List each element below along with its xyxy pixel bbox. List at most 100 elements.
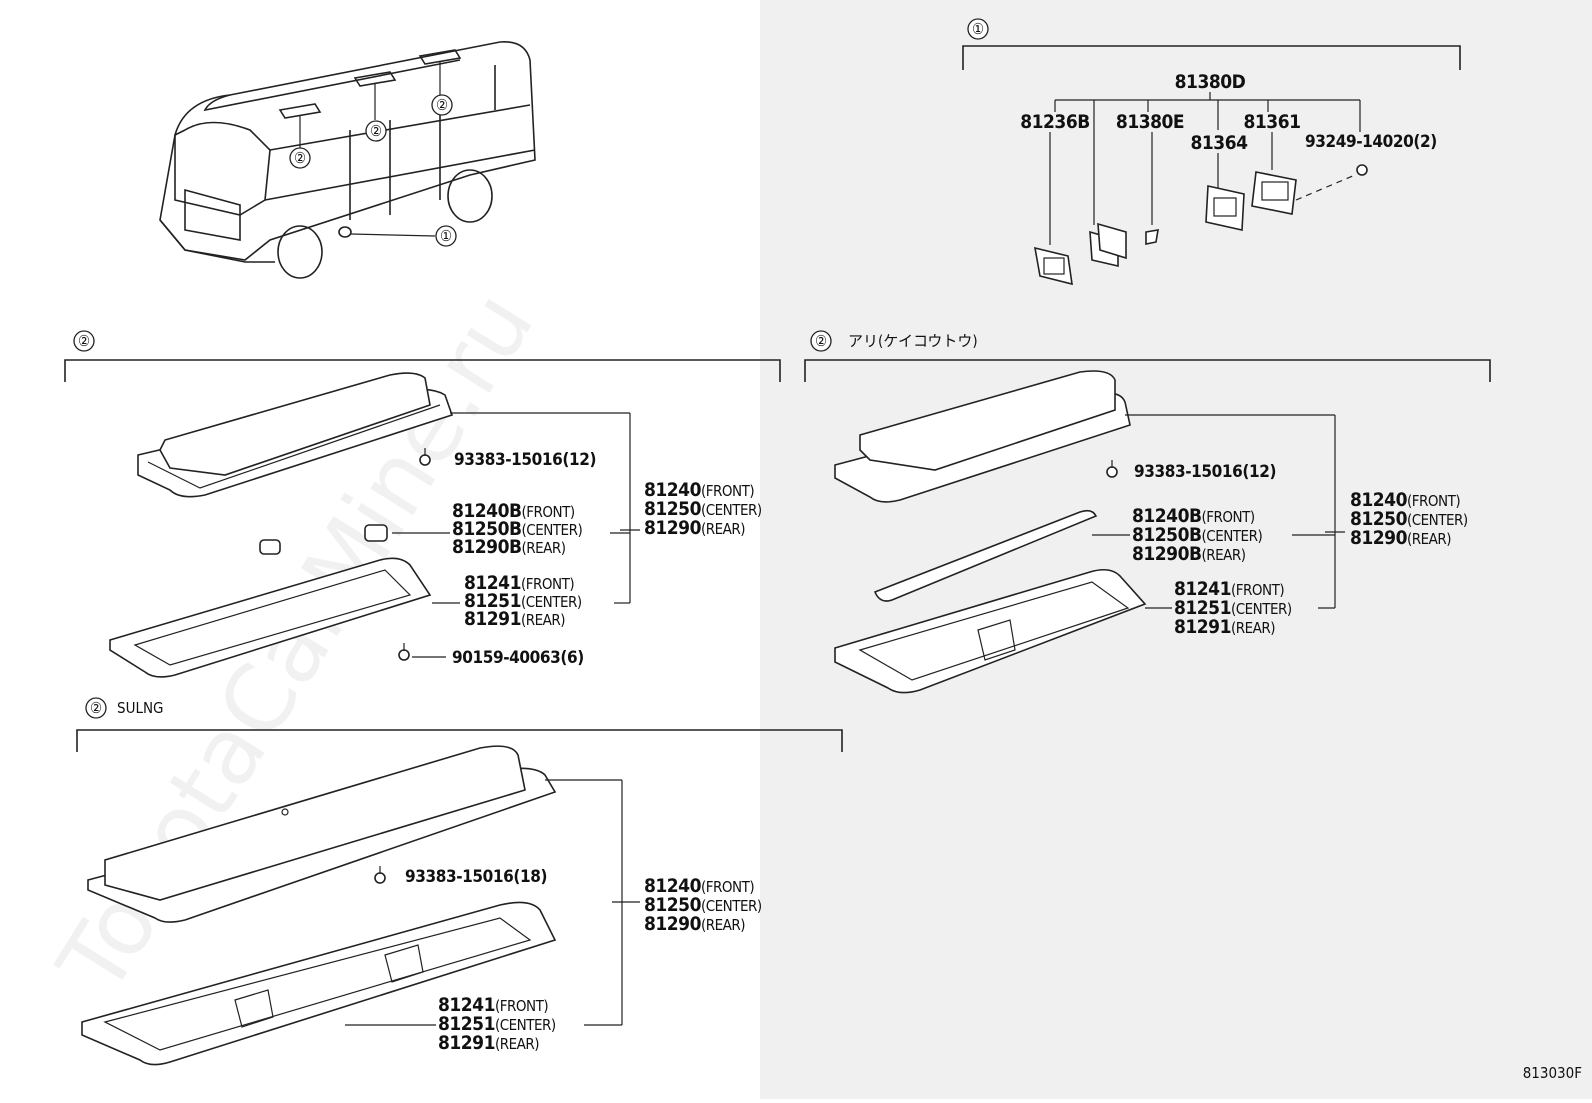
part-number: 81290 [644, 517, 702, 539]
part-number: 81291 [438, 1032, 495, 1054]
label-screw-top: 93383-15016(12) [1134, 462, 1276, 482]
part-number: 81240 [1350, 489, 1408, 511]
bulb-left [259, 539, 281, 555]
part-number-81290: 81290(REAR) [644, 517, 745, 539]
fluorescent-tube [873, 509, 1098, 602]
part-number-81290: 81290(REAR) [644, 913, 745, 935]
part-number: 81250 [644, 894, 702, 916]
part-number: 81290 [644, 913, 702, 935]
part-position: (FRONT) [701, 482, 754, 500]
part-position: (REAR) [1202, 546, 1246, 564]
part-position: (REAR) [522, 539, 566, 557]
section-bracket [962, 45, 1461, 70]
section-label: アリ(ケイコウトウ) [848, 332, 978, 350]
part-number-81240: 81240(FRONT) [644, 479, 754, 501]
part-position: (REAR) [701, 520, 745, 538]
section-marker [967, 18, 989, 40]
map-light-screw [1356, 164, 1368, 176]
part-number-81291: 81291(REAR) [438, 1032, 539, 1054]
vehicle-illustration [159, 41, 536, 279]
section-room-light-sulng: ② SULNG 93383-15016(18) 81240(FRONT)8125… [76, 697, 843, 1066]
part-number: 81251 [1174, 597, 1231, 619]
screw-bottom [398, 649, 410, 661]
part-position: (REAR) [1407, 530, 1451, 548]
section-map-light: ① 81380D 81236B 81380E 81361 81364 93249… [962, 18, 1461, 286]
part-number: 81290 [1350, 527, 1408, 549]
section-label: SULNG [117, 699, 164, 717]
section-marker: ② [90, 699, 102, 717]
socket-plate [1033, 246, 1073, 286]
vehicle-callout-2: ② [365, 120, 387, 142]
part-number-81240: 81240(FRONT) [644, 875, 754, 897]
part-position: (CENTER) [1202, 527, 1263, 545]
part-number: 81290B [452, 536, 522, 558]
part-number-81290: 81290(REAR) [1350, 527, 1451, 549]
svg-text:①: ① [440, 227, 452, 245]
section-room-light-fl: ② アリ(ケイコウトウ) 93383-15016(12) 81240(FRONT… [804, 330, 1491, 694]
fl-lens [834, 568, 1147, 694]
part-number-81250: 81250(CENTER) [644, 498, 762, 520]
bulb-holder [1097, 222, 1127, 260]
part-number-81250: 81250(CENTER) [644, 894, 762, 916]
svg-text:②: ② [370, 122, 382, 140]
part-number: 81290B [1132, 543, 1202, 565]
part-number-81250: 81250(CENTER) [1350, 508, 1468, 530]
part-number: 81241 [464, 572, 521, 594]
section-marker: ② [815, 332, 827, 350]
part-number-81241: 81241(FRONT) [464, 572, 574, 594]
part-number: 81250 [644, 498, 702, 520]
part-number-81240: 81240(FRONT) [1350, 489, 1460, 511]
section-room-light-std: ② 93383-15016(12) 90159-40063(6) 81240(F… [64, 330, 781, 678]
part-number: 81240B [452, 500, 522, 522]
lens [1205, 185, 1245, 231]
part-number: 81250B [452, 518, 522, 540]
screw-top [374, 872, 386, 884]
part-81361: 81361 [1244, 111, 1301, 133]
part-number: 81291 [464, 608, 521, 630]
part-position: (REAR) [495, 1035, 539, 1053]
part-number: 81291 [1174, 616, 1231, 638]
section-bracket [804, 359, 1491, 382]
part-number: 81251 [464, 590, 521, 612]
diagram-code: 813030F [1523, 1064, 1582, 1082]
part-number: 81240 [644, 479, 702, 501]
part-number-81250B: 81250B(CENTER) [1132, 524, 1262, 546]
screw-top [419, 454, 431, 466]
part-number-81250B: 81250B(CENTER) [452, 518, 582, 540]
switch-cover [1251, 171, 1297, 215]
section-bracket [64, 359, 781, 382]
part-position: (CENTER) [1231, 600, 1292, 618]
part-number: 81241 [438, 994, 495, 1016]
label-group-bulb: 81240B(FRONT)81250B(CENTER)81290B(REAR) [1132, 505, 1263, 565]
part-81236B: 81236B [1020, 111, 1090, 133]
part-number-81240B: 81240B(FRONT) [452, 500, 575, 522]
room-light-lens [109, 557, 432, 678]
part-position: (REAR) [521, 611, 565, 629]
part-position: (CENTER) [1407, 511, 1468, 529]
label-group-lens: 81241(FRONT)81251(CENTER)81291(REAR) [1174, 578, 1292, 638]
part-81380D: 81380D [1175, 71, 1246, 93]
label-group-lens: 81241(FRONT)81251(CENTER)81291(REAR) [438, 994, 556, 1054]
part-position: (FRONT) [1202, 508, 1255, 526]
label-group-assy: 81240(FRONT)81250(CENTER)81290(REAR) [1350, 489, 1468, 549]
part-number-81241: 81241(FRONT) [1174, 578, 1284, 600]
part-position: (FRONT) [701, 878, 754, 896]
part-number-81240B: 81240B(FRONT) [1132, 505, 1255, 527]
svg-text:①: ① [972, 20, 984, 38]
part-number: 81251 [438, 1013, 495, 1035]
part-number: 81240B [1132, 505, 1202, 527]
svg-text:②: ② [294, 149, 306, 167]
part-position: (CENTER) [701, 501, 762, 519]
screw-top [1106, 466, 1118, 478]
part-number-81251: 81251(CENTER) [1174, 597, 1292, 619]
part-number: 81250B [1132, 524, 1202, 546]
part-position: (FRONT) [1231, 581, 1284, 599]
right-panel-bg [760, 0, 1592, 1099]
part-position: (CENTER) [701, 897, 762, 915]
part-position: (REAR) [1231, 619, 1275, 637]
part-number: 81250 [1350, 508, 1408, 530]
label-group-lens: 81241(FRONT)81251(CENTER)81291(REAR) [464, 572, 582, 630]
part-position: (FRONT) [522, 503, 575, 521]
part-number: 81240 [644, 875, 702, 897]
